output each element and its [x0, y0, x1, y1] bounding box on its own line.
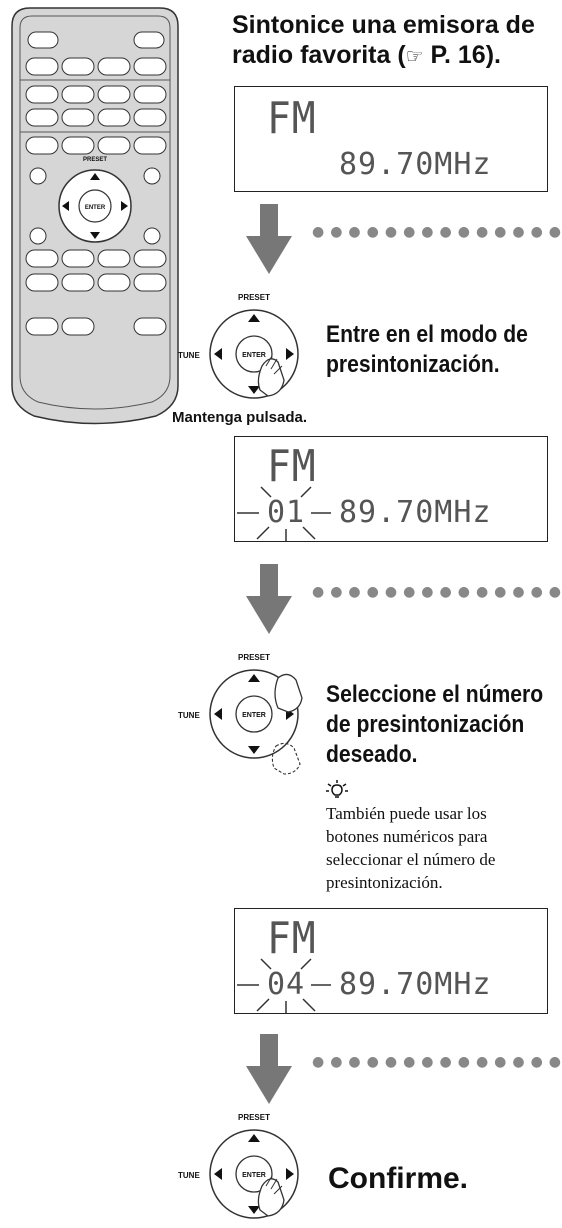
- display-1-freq: 89.70MHz: [339, 147, 492, 182]
- display-3-preset: 04: [267, 967, 306, 1002]
- step1-title: Sintonice una emisora de radio favorita …: [232, 10, 535, 71]
- hold-label: Mantenga pulsada.: [172, 409, 308, 426]
- svg-text:ENTER: ENTER: [85, 205, 106, 211]
- step3-title-line2: de presintonización: [326, 711, 525, 738]
- tip-text: También puede usar los botones numéricos…: [326, 802, 495, 894]
- page-ref-icon: ☞: [405, 44, 424, 68]
- down-arrow-icon: [246, 1034, 292, 1104]
- tip-line-3: seleccionar el número de: [326, 850, 496, 869]
- blink-indicator-icon: [237, 958, 331, 1013]
- display-2-freq: 89.70MHz: [339, 495, 492, 530]
- svg-text:PRESET: PRESET: [83, 157, 107, 163]
- svg-text:ENTER: ENTER: [242, 712, 266, 719]
- display-2-preset: 01: [267, 495, 306, 530]
- step4-title: Confirme.: [328, 1162, 469, 1195]
- display-3-band: FM: [267, 913, 317, 964]
- step2-title: Entre en el modo de presintonización.: [326, 320, 528, 380]
- step2-title-line1: Entre en el modo de: [326, 321, 528, 348]
- blink-indicator-icon: [237, 486, 331, 541]
- display-3: FM 04 89.70MHz: [234, 908, 548, 1014]
- tune-label: TUNE: [178, 1171, 200, 1180]
- lightbulb-icon: [326, 780, 348, 798]
- display-3-freq: 89.70MHz: [339, 967, 492, 1002]
- step3-title-line1: Seleccione el número: [326, 681, 544, 708]
- dotted-separator: ●●●●●●●●●●●●●●●●●●●: [312, 584, 562, 600]
- dotted-separator: ●●●●●●●●●●●●●●●●●●●: [312, 1054, 562, 1070]
- nav-pad-press-enter-illustration: PRESET TUNE ENTER: [178, 293, 299, 399]
- preset-label: PRESET: [238, 653, 270, 662]
- display-1-band: FM: [267, 93, 317, 144]
- display-2: FM 01 89.70MHz: [234, 436, 548, 542]
- svg-text:ENTER: ENTER: [242, 1172, 266, 1179]
- down-arrow-icon: [246, 564, 292, 634]
- svg-text:ENTER: ENTER: [242, 352, 266, 359]
- tip-line-4: presintonización.: [326, 873, 443, 892]
- nav-pad-press-up-down-illustration: PRESET TUNE ENTER: [178, 653, 303, 775]
- step1-title-line2: radio favorita (☞ P. 16).: [232, 41, 501, 69]
- remote-control-illustration: PRESET ENTER: [11, 7, 179, 425]
- preset-label: PRESET: [238, 1113, 270, 1122]
- step1-title-line1: Sintonice una emisora de: [232, 11, 535, 39]
- tune-label: TUNE: [178, 351, 200, 360]
- step3-title-line3: deseado.: [326, 741, 418, 768]
- display-2-band: FM: [267, 441, 317, 492]
- tune-label: TUNE: [178, 711, 200, 720]
- dotted-separator: ●●●●●●●●●●●●●●●●●●●: [312, 224, 562, 240]
- step2-title-line2: presintonización.: [326, 351, 500, 378]
- display-1: FM 89.70MHz: [234, 86, 548, 192]
- preset-label: PRESET: [238, 293, 270, 302]
- tip-line-2: botones numéricos para: [326, 827, 488, 846]
- down-arrow-icon: [246, 204, 292, 274]
- nav-pad-confirm-illustration: PRESET TUNE ENTER: [178, 1113, 299, 1219]
- tip-line-1: También puede usar los: [326, 804, 487, 823]
- step3-title: Seleccione el número de presintonización…: [326, 680, 543, 770]
